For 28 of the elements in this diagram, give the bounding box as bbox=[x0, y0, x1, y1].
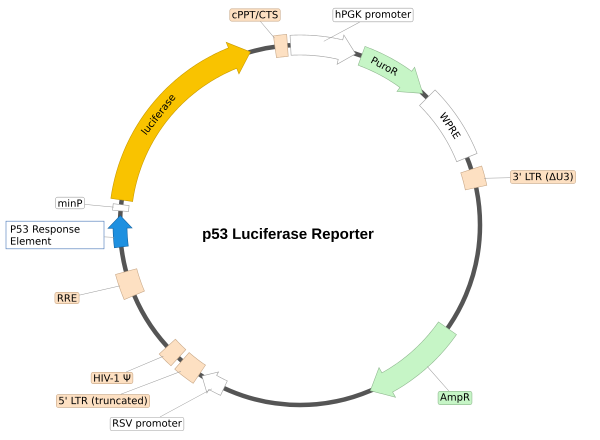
feature-label: hPGK promoter bbox=[332, 8, 414, 22]
leader-line bbox=[160, 388, 212, 418]
leader-line bbox=[426, 366, 450, 392]
leader-line bbox=[484, 177, 510, 178]
feature-label: RSV promoter bbox=[110, 416, 184, 432]
feature-label: RRE bbox=[54, 292, 80, 304]
feature-label: minP bbox=[55, 196, 85, 210]
feature-box bbox=[174, 352, 206, 384]
diagram-title: p53 Luciferase Reporter bbox=[203, 228, 374, 242]
feature-label: 3' LTR (ΔU3) bbox=[510, 170, 576, 184]
feature-box bbox=[112, 203, 130, 212]
leader-line bbox=[79, 286, 120, 296]
feature-box bbox=[460, 166, 488, 190]
label-box: P53 Response Element bbox=[6, 220, 104, 250]
leader-line bbox=[104, 236, 114, 238]
feature-label: HIV-1 Ψ bbox=[90, 372, 134, 384]
gene-segment bbox=[107, 215, 133, 248]
gene-segment bbox=[290, 34, 356, 65]
feature-label: 5' LTR (truncated) bbox=[56, 394, 150, 408]
feature-label: cPPT/CTS bbox=[229, 8, 281, 22]
gene-segment bbox=[202, 371, 228, 396]
leader-line bbox=[84, 204, 114, 208]
leader-line bbox=[120, 371, 182, 394]
leader-line bbox=[126, 356, 164, 372]
leader-line bbox=[260, 21, 275, 38]
feature-label: AmpR bbox=[438, 391, 472, 405]
feature-box bbox=[158, 338, 186, 366]
feature-box bbox=[273, 34, 289, 58]
